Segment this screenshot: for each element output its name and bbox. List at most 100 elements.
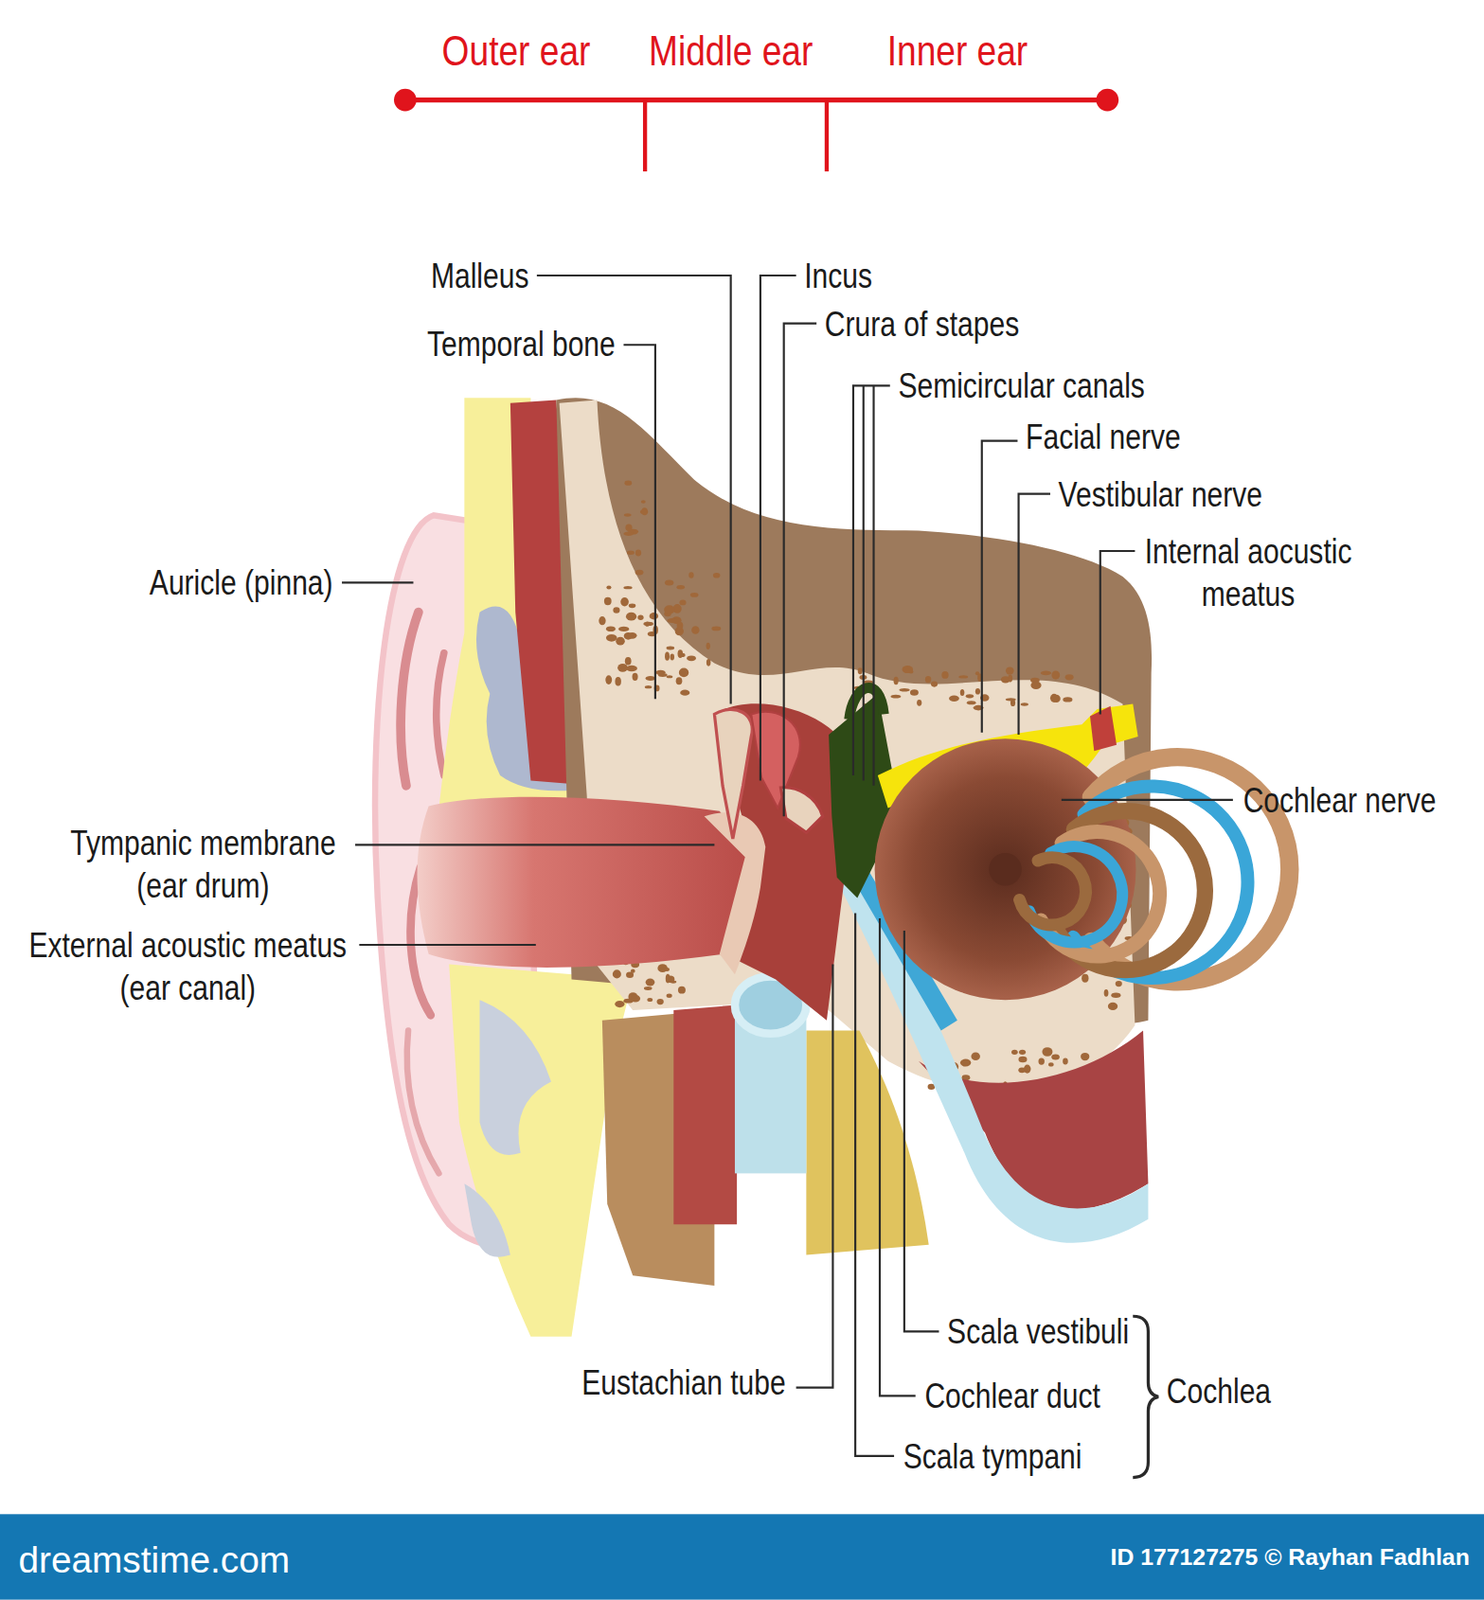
bone-speckle [1023, 1065, 1032, 1074]
bone-speckle [612, 607, 620, 613]
bone-speckle [858, 667, 863, 675]
bone-speckle [644, 621, 649, 626]
part-label: Crura of stapes [824, 302, 1020, 346]
bone-speckle [666, 675, 674, 679]
bone-speckle [1005, 697, 1017, 701]
bone-speckle [630, 995, 641, 1003]
bone-speckle [691, 625, 699, 635]
bone-speckle [901, 665, 913, 674]
bone-speckle [625, 657, 632, 666]
bone-speckle [624, 481, 632, 486]
region-scale [393, 89, 1119, 172]
bone-speckle [890, 695, 901, 699]
bone-speckle [1080, 1053, 1090, 1061]
bone-speckle [628, 603, 637, 608]
bone-speckle [649, 612, 659, 620]
group-label: Cochlea [1166, 1369, 1271, 1413]
bone-speckle [1011, 1050, 1019, 1055]
bone-speckle [670, 653, 676, 661]
bone-speckle [625, 523, 632, 532]
bone-speckle [670, 980, 678, 984]
bone-speckle [620, 597, 629, 607]
bone-speckle [630, 969, 636, 974]
bone-speckle [637, 615, 644, 621]
bone-speckle [1115, 981, 1123, 987]
bone-speckle [663, 605, 675, 614]
bone-speckle [1110, 993, 1121, 999]
bone-speckle [1048, 1062, 1055, 1067]
bone-speckle [604, 597, 612, 606]
bone-speckle [898, 688, 910, 693]
bone-speckle [625, 612, 637, 622]
bone-speckle [893, 677, 899, 685]
bone-speckle [1037, 1057, 1044, 1065]
bone-speckle [679, 653, 685, 658]
bone-speckle [677, 622, 684, 630]
watermark: ID 177127275 © Rayhan Fadhlan [1110, 1542, 1470, 1573]
cochlea-core [988, 853, 1021, 886]
bone-speckle [706, 659, 712, 667]
bone-speckle [625, 665, 638, 672]
bone-speckle [1041, 1047, 1053, 1057]
bone-speckle [664, 967, 670, 972]
bone-speckle [1051, 670, 1060, 680]
bone-speckle [606, 585, 611, 590]
bone-speckle [645, 979, 656, 987]
bone-speckle [614, 677, 621, 686]
bone-speckle [941, 671, 948, 680]
cochlea-turn [1019, 858, 1087, 926]
bone-speckle [965, 694, 974, 698]
bone-speckle [635, 550, 642, 557]
bone-speckle [657, 999, 664, 1005]
part-label: Scala vestibuli [947, 1310, 1129, 1355]
bone-speckle [666, 994, 673, 1000]
bone-speckle [606, 626, 616, 633]
bone-speckle [676, 585, 685, 591]
part-label: Incus [804, 253, 873, 298]
bone-speckle [690, 592, 699, 598]
bone-speckle [666, 646, 676, 651]
bone-speckle [679, 599, 686, 606]
part-label: Tympanic membrane (ear drum) [60, 821, 345, 909]
bone-speckle [632, 673, 639, 681]
part-label: Temporal bone [427, 321, 616, 366]
bone-speckle [1062, 1058, 1069, 1066]
part-label: Scala tympani [903, 1434, 1083, 1479]
footer-bar [0, 1514, 1484, 1600]
part-label: External acoustic meatus (ear canal) [20, 923, 356, 1011]
bone-speckle [643, 986, 653, 991]
bone-speckle [1065, 674, 1074, 680]
part-label: Cochlear nerve [1243, 778, 1437, 823]
part-label: Auricle (pinna) [149, 560, 334, 605]
bone-speckle [635, 570, 644, 576]
bone-speckle [1040, 670, 1052, 676]
bone-speckle [1005, 666, 1015, 675]
bone-speckle [605, 675, 612, 685]
bone-speckle [624, 513, 632, 517]
bone-speckle [1020, 702, 1029, 706]
bone-speckle [711, 626, 721, 632]
bone-speckle [958, 675, 968, 679]
bone-speckle [713, 572, 721, 579]
part-label: Internal aocustic meatus [1122, 529, 1374, 617]
bone-speckle [626, 550, 635, 555]
part-label: Malleus [430, 253, 530, 298]
watermark: dreamstime.com [17, 1537, 290, 1583]
bone-speckle [679, 690, 690, 697]
bone-speckle [1030, 680, 1041, 690]
section-label: Inner ear [887, 24, 1029, 79]
bone-speckle [1108, 1002, 1118, 1011]
bone-speckle [676, 677, 683, 685]
bone-speckle [665, 974, 671, 984]
bone-speckle [1019, 1050, 1026, 1055]
bone-speckle [612, 969, 622, 979]
bone-speckle [1062, 697, 1073, 702]
bone-speckle [706, 643, 711, 650]
bone-speckle [948, 695, 960, 701]
bone-speckle [1018, 1056, 1027, 1063]
bone-speckle [1007, 675, 1013, 683]
bone-speckle [614, 1001, 625, 1008]
bone-speckle [645, 676, 657, 681]
section-label: Middle ear [648, 24, 813, 79]
